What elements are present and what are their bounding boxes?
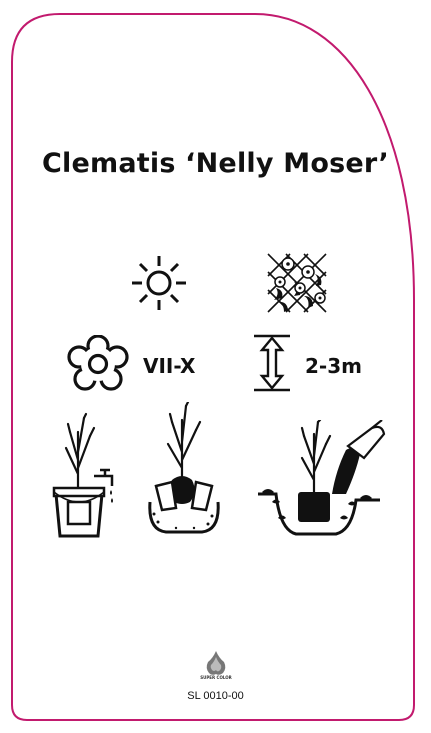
plant-title: Clematis ‘Nelly Moser’ bbox=[42, 148, 389, 179]
full-sun-icon bbox=[132, 256, 186, 310]
remove-pot-icon bbox=[148, 402, 220, 534]
brand-logo-icon bbox=[206, 651, 226, 675]
soak-rootball-in-bucket-icon bbox=[52, 412, 114, 538]
flowering-period: VII-X bbox=[143, 354, 196, 378]
product-code: SL 0010-00 bbox=[187, 690, 244, 702]
plant-and-fill-soil-icon bbox=[258, 420, 386, 536]
flower-icon bbox=[67, 335, 129, 391]
height-arrow-icon bbox=[254, 334, 290, 392]
climbing-on-trellis-icon bbox=[267, 253, 327, 313]
plant-height: 2-3m bbox=[305, 354, 362, 378]
brand-wordmark: SUPER COLOR bbox=[200, 675, 232, 680]
